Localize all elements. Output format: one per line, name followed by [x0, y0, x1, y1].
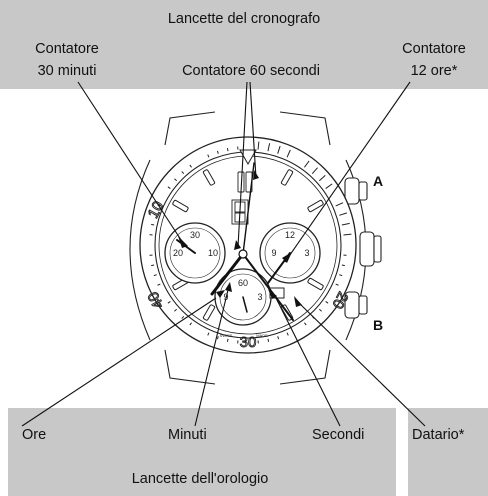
bezel-tick [311, 167, 318, 174]
bezel-tick [339, 212, 348, 216]
label-contatore-12-line2: 12 ore* [410, 63, 458, 79]
bezel-tick [341, 222, 350, 226]
callout-a: A [373, 173, 384, 189]
label-contatore-30-line2: 30 minuti [37, 63, 97, 79]
callout-b: B [373, 317, 384, 333]
svg-text:3: 3 [257, 292, 262, 302]
svg-text:60: 60 [238, 278, 248, 288]
bezel-tick [167, 301, 171, 304]
bezel-tick [153, 213, 157, 216]
bezel-tick [157, 283, 161, 286]
bezel-tick [343, 233, 352, 236]
leader-minuti [194, 289, 229, 427]
bezel-tick [304, 322, 307, 326]
subdial-seconds-hand [242, 296, 248, 313]
svg-text:20: 20 [329, 289, 352, 312]
bezel-outer [139, 136, 357, 354]
minute-hand [242, 253, 294, 321]
svg-text:SWISS: SWISS [220, 333, 233, 338]
leader-secondi [274, 295, 341, 427]
bezel-tick [216, 150, 219, 154]
bezel-tick [207, 154, 210, 158]
svg-text:30: 30 [190, 230, 200, 240]
bezel-tick [335, 202, 344, 207]
chrono-seconds-hand [242, 162, 255, 255]
hour-marker [280, 169, 294, 186]
crown-and-pushers [344, 177, 382, 319]
bezel-tick [189, 322, 192, 326]
svg-text:20: 20 [173, 248, 183, 258]
hour-marker [172, 199, 189, 213]
leader-lines [21, 81, 426, 427]
bezel-tick [174, 178, 177, 182]
bezel-markers [149, 141, 352, 344]
leader-contatore-12 [284, 81, 411, 263]
bezel-tick [151, 264, 155, 267]
chrono-hands-title: Lancette del cronografo [167, 11, 321, 27]
bezel-tick [339, 274, 343, 277]
bezel-tick [207, 332, 210, 336]
bezel-tick [151, 223, 155, 226]
center-pinion [238, 249, 248, 259]
bezel-tick [304, 160, 310, 168]
label-contatore-30-line1: Contatore [35, 41, 99, 57]
leader-contatore-30 [77, 81, 186, 247]
label-contatore-12-line1: Contatore [402, 41, 466, 57]
hour-marker [202, 169, 216, 186]
svg-text:12: 12 [285, 230, 295, 240]
bezel-tick [325, 301, 329, 304]
label-datario: Datario* [412, 427, 465, 443]
svg-text:MADE: MADE [256, 333, 268, 338]
label-contatore-60: Contatore 60 secondi [182, 63, 320, 79]
bottom-label-panel [8, 408, 396, 496]
watch-hands-title: Lancette dell'orologio [131, 471, 269, 487]
bezel-tick [226, 338, 229, 342]
svg-text:3: 3 [304, 248, 309, 258]
bezel-tick [286, 149, 291, 158]
bezel-tick [167, 186, 171, 189]
svg-text:10: 10 [145, 199, 168, 222]
top-label-panel [0, 0, 488, 89]
bezel-tick [267, 143, 271, 152]
label-secondi: Secondi [312, 427, 365, 443]
hour-marker [202, 304, 216, 321]
bezel-tick [319, 308, 322, 312]
bezel-tick [181, 316, 185, 319]
bezel-tick [325, 183, 333, 189]
leader-arrowheads [178, 170, 302, 307]
svg-text:10: 10 [208, 248, 218, 258]
bezel-tick [189, 164, 192, 168]
leader-contatore-60-b [249, 81, 257, 179]
bezel-tick [335, 283, 339, 286]
hour-marker [307, 277, 324, 291]
bezel-tick [153, 274, 157, 277]
bezel-triangle [239, 149, 257, 166]
svg-text:40: 40 [145, 289, 168, 312]
bezel-numerals: 10 40 30 20 [144, 198, 352, 351]
bezel-tick [277, 336, 280, 340]
bezel-tick [286, 332, 289, 336]
bezel-tick [277, 145, 281, 154]
pusher-a [344, 177, 360, 205]
label-minuti: Minuti [168, 427, 207, 443]
bezel-tick [319, 175, 326, 182]
bezel-tick [267, 338, 270, 342]
bezel-tick [341, 264, 345, 267]
label-ore: Ore [22, 427, 47, 443]
bezel-tick [226, 148, 229, 152]
crown [359, 231, 375, 267]
bezel-tick [181, 171, 185, 174]
leader-ore [21, 297, 217, 427]
svg-text:30: 30 [240, 334, 257, 351]
hour-hand [210, 252, 245, 296]
bezel-tick [174, 308, 177, 312]
bezel-tick [216, 336, 219, 340]
bezel-tick [257, 141, 260, 150]
svg-text:9: 9 [271, 248, 276, 258]
leader-datario [299, 303, 426, 427]
hour-marker [307, 199, 324, 213]
leader-contatore-60 [237, 81, 248, 248]
